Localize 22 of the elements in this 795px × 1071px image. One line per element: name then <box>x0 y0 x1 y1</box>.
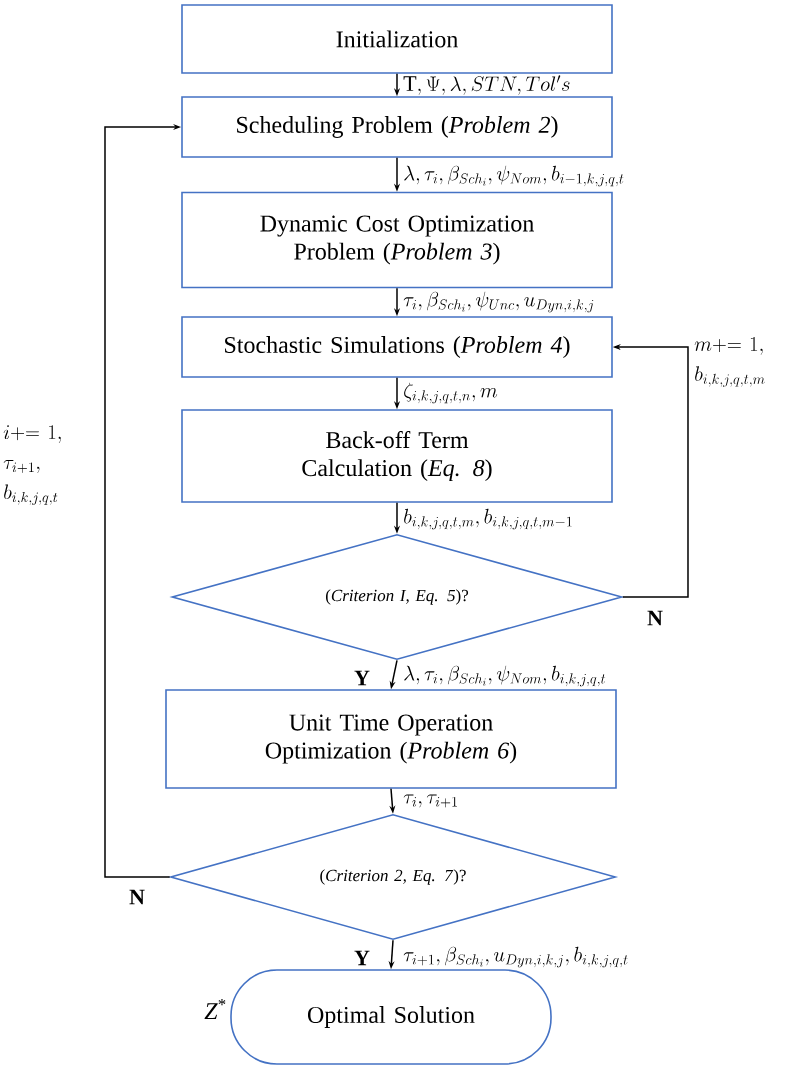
edge-label: $i{+}{=}\ 1,\allowbreak\ \tau_{i+1},\allowbreak\ b_{i,k,j,q,t}$ <box>3 425 61 505</box>
process-box: Unit Time Operation Optimization (Problem 6) <box>165 689 617 789</box>
edge-label: $\lambda, \tau_i, \beta_{Sch_i}, \psi_{Nom}, b_{i,k,j,q,t}$ <box>404 665 606 687</box>
terminal-box: Optimal Solution <box>230 969 552 1065</box>
branch-label: Y <box>354 950 370 966</box>
process-box: Back-off Term Calculation (Eq. 8) <box>181 409 613 503</box>
edge-label: $b_{i,k,j,q,t,m}, b_{i,k,j,q,t,m-1}$ <box>404 508 572 530</box>
branch-label: N <box>647 610 663 626</box>
process-box: Dynamic Cost Optimization Problem (Problem 3) <box>181 191 613 289</box>
process-box: Stochastic Simulations (Problem 4) <box>181 316 613 378</box>
branch-label: Y <box>354 670 370 686</box>
result-label: Z$^{*}$ <box>204 999 226 1019</box>
edge-label: $\zeta_{i,k,j,q,t,n}, m$ <box>404 382 498 404</box>
edge-label: $\tau_i, \tau_{i+1}$ <box>403 794 457 808</box>
process-box: Initialization <box>181 4 613 74</box>
edge-label: $\tau_i, \beta_{Sch_i}, \psi_{Unc}, u_{Dyn,i,k,j}$ <box>403 291 594 313</box>
edge-label: $\lambda, \tau_i, \beta_{Sch_i}, \psi_{Nom}, b_{i-1,k,j,q,t}$ <box>404 165 624 187</box>
edge-label: $m{+}{=}\ 1,\allowbreak\ b_{i,k,j,q,t,m}$ <box>694 337 765 387</box>
branch-label: N <box>129 889 145 905</box>
edge-label: $\mathrm{T}, \Psi, \lambda, STN, Tol's$ <box>403 75 570 95</box>
edge-label: $\tau_{i+1}, \beta_{Sch_i}, u_{Dyn,i,k,j}, b_{i,k,j,q,t}$ <box>403 946 628 968</box>
process-box: Scheduling Problem (Problem 2) <box>181 96 613 158</box>
